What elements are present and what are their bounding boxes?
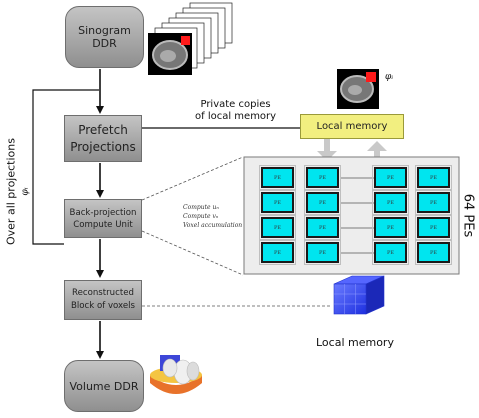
pe-cell: PE [259,190,296,215]
pe-links [340,177,374,254]
local-memory-caption: Local memory [316,336,394,349]
pe-cell: PE [415,215,452,240]
reconstructed-voxels-box: Reconstructed Block of voxels [64,280,142,320]
arrow-down-thick [317,139,337,161]
pe-cell: PE [259,240,296,265]
voxel-cube-icon [333,275,385,315]
pe-cell: PE [304,190,341,215]
loop-line [32,89,99,245]
volume-rendering-icon [150,355,202,394]
loop-label: Over all projections [4,138,18,245]
pe-cell: PE [304,240,341,265]
arrow-up-thick [367,141,387,161]
pe-cell: PE [415,240,452,265]
pe-cell: PE [372,165,409,190]
voxel-accumulation-label: Voxel accumulation [183,222,243,229]
pe-cell: PE [304,215,341,240]
pe-cell: PE [415,190,452,215]
pe-cell: PE [259,215,296,240]
pe-cell: PE [372,190,409,215]
pe-cell: PE [259,165,296,190]
projection-thumbnail-icon [337,69,379,109]
pe-cell: PE [415,165,452,190]
volume-ddr-box: Volume DDR [64,360,144,412]
dashed-line-upper [141,156,244,201]
sinogram-ddr-box: Sinogram DDR [65,6,144,68]
backprojection-box: Back-projection Compute Unit [64,199,142,238]
prefetch-projections-box: Prefetch Projections [64,115,142,162]
pe-cell: PE [304,165,341,190]
private-copies-label: Private copies of local memory [195,99,277,122]
pe-cell: PE [372,215,409,240]
dashed-line-lower [141,230,244,276]
compute-u-label: Compute uₙ [183,204,219,211]
compute-v-label: Compute vₙ [183,213,219,220]
loop-phi-symbol: φᵢ [20,187,31,196]
sinogram-stack-icon [148,2,233,75]
pe-count-label: 64 PEs [460,193,476,238]
pe-cell: PE [372,240,409,265]
phi-label: φᵢ [385,72,394,82]
loop-label-group: Over all projections φᵢ [0,117,31,267]
local-memory-box: Local memory [300,114,404,139]
